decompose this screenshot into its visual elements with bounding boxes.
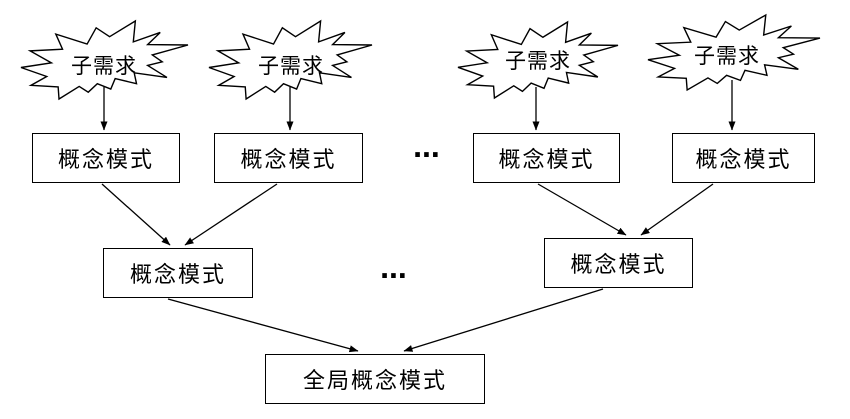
arrow-schema4-to-merged-right xyxy=(640,183,714,236)
merged-schema-box-left: 概念模式 xyxy=(103,248,253,298)
arrow-merged-left-to-global xyxy=(167,298,359,353)
arrow-schema3-to-merged-right xyxy=(537,183,627,236)
sub-requirement-label-3: 子需求 xyxy=(505,49,571,73)
sub-requirement-label-1: 子需求 xyxy=(71,54,137,78)
ellipsis-middle-row: ... xyxy=(379,255,408,285)
sub-requirement-label-2: 子需求 xyxy=(258,54,324,78)
conceptual-schema-box-3: 概念模式 xyxy=(473,133,620,183)
ellipsis-top-row: ... xyxy=(412,134,441,164)
arrow-schema1-to-merged-left xyxy=(101,183,171,246)
arrow-schema2-to-merged-left xyxy=(184,183,278,246)
global-schema-box: 全局概念模式 xyxy=(265,354,485,404)
conceptual-schema-box-2: 概念模式 xyxy=(214,133,363,183)
sub-requirement-label-4: 子需求 xyxy=(694,44,760,68)
arrow-merged-right-to-global xyxy=(403,288,604,352)
conceptual-schema-box-1: 概念模式 xyxy=(32,133,180,183)
merged-schema-box-right: 概念模式 xyxy=(544,238,693,288)
conceptual-schema-box-4: 概念模式 xyxy=(672,133,815,183)
